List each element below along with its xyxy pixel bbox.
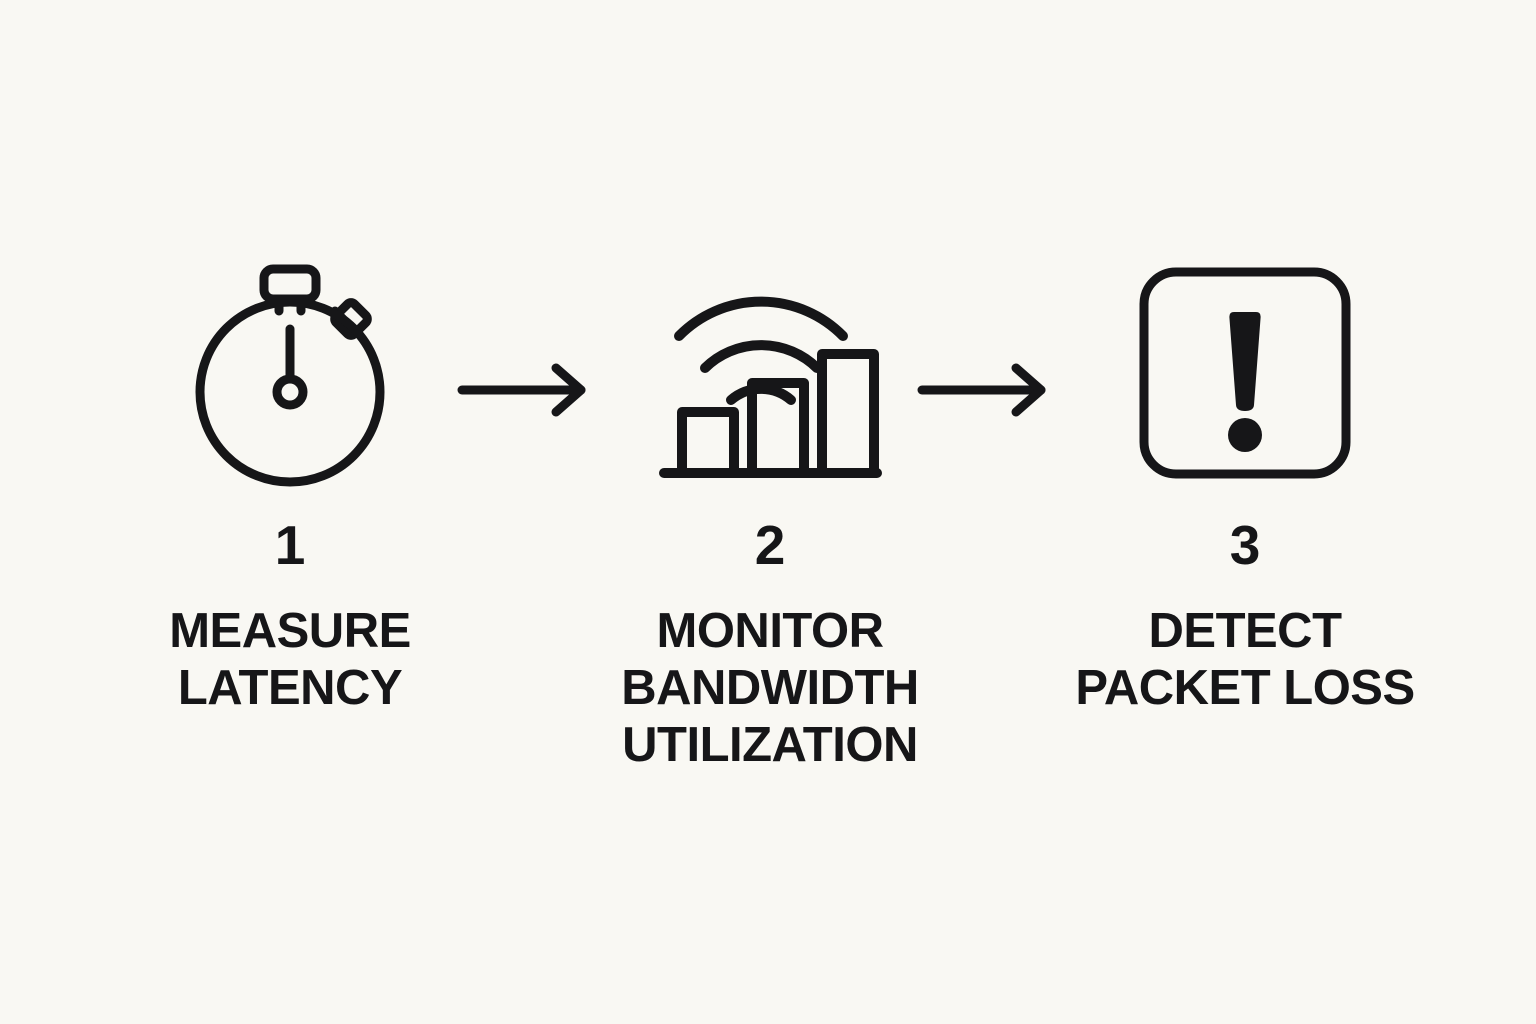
process-step-1: 1 MEASURE LATENCY: [120, 258, 460, 717]
arrow-right-icon: [455, 360, 605, 420]
arrow-right-icon: [915, 360, 1065, 420]
step-number: 1: [274, 514, 306, 576]
step-label: MEASURE LATENCY: [169, 604, 411, 715]
step-label: DETECT PACKET LOSS: [1075, 604, 1415, 715]
alert-exclamation-icon: [1075, 258, 1415, 488]
process-step-3: 3 DETECT PACKET LOSS: [1075, 258, 1415, 717]
process-step-2: 2 MONITOR BANDWIDTH UTILIZATION: [600, 258, 940, 774]
stopwatch-icon: [120, 258, 460, 488]
step-label: MONITOR BANDWIDTH UTILIZATION: [621, 604, 919, 772]
step-number: 3: [1229, 514, 1261, 576]
step-number: 2: [754, 514, 786, 576]
bandwidth-signal-bars-icon: [600, 258, 940, 488]
